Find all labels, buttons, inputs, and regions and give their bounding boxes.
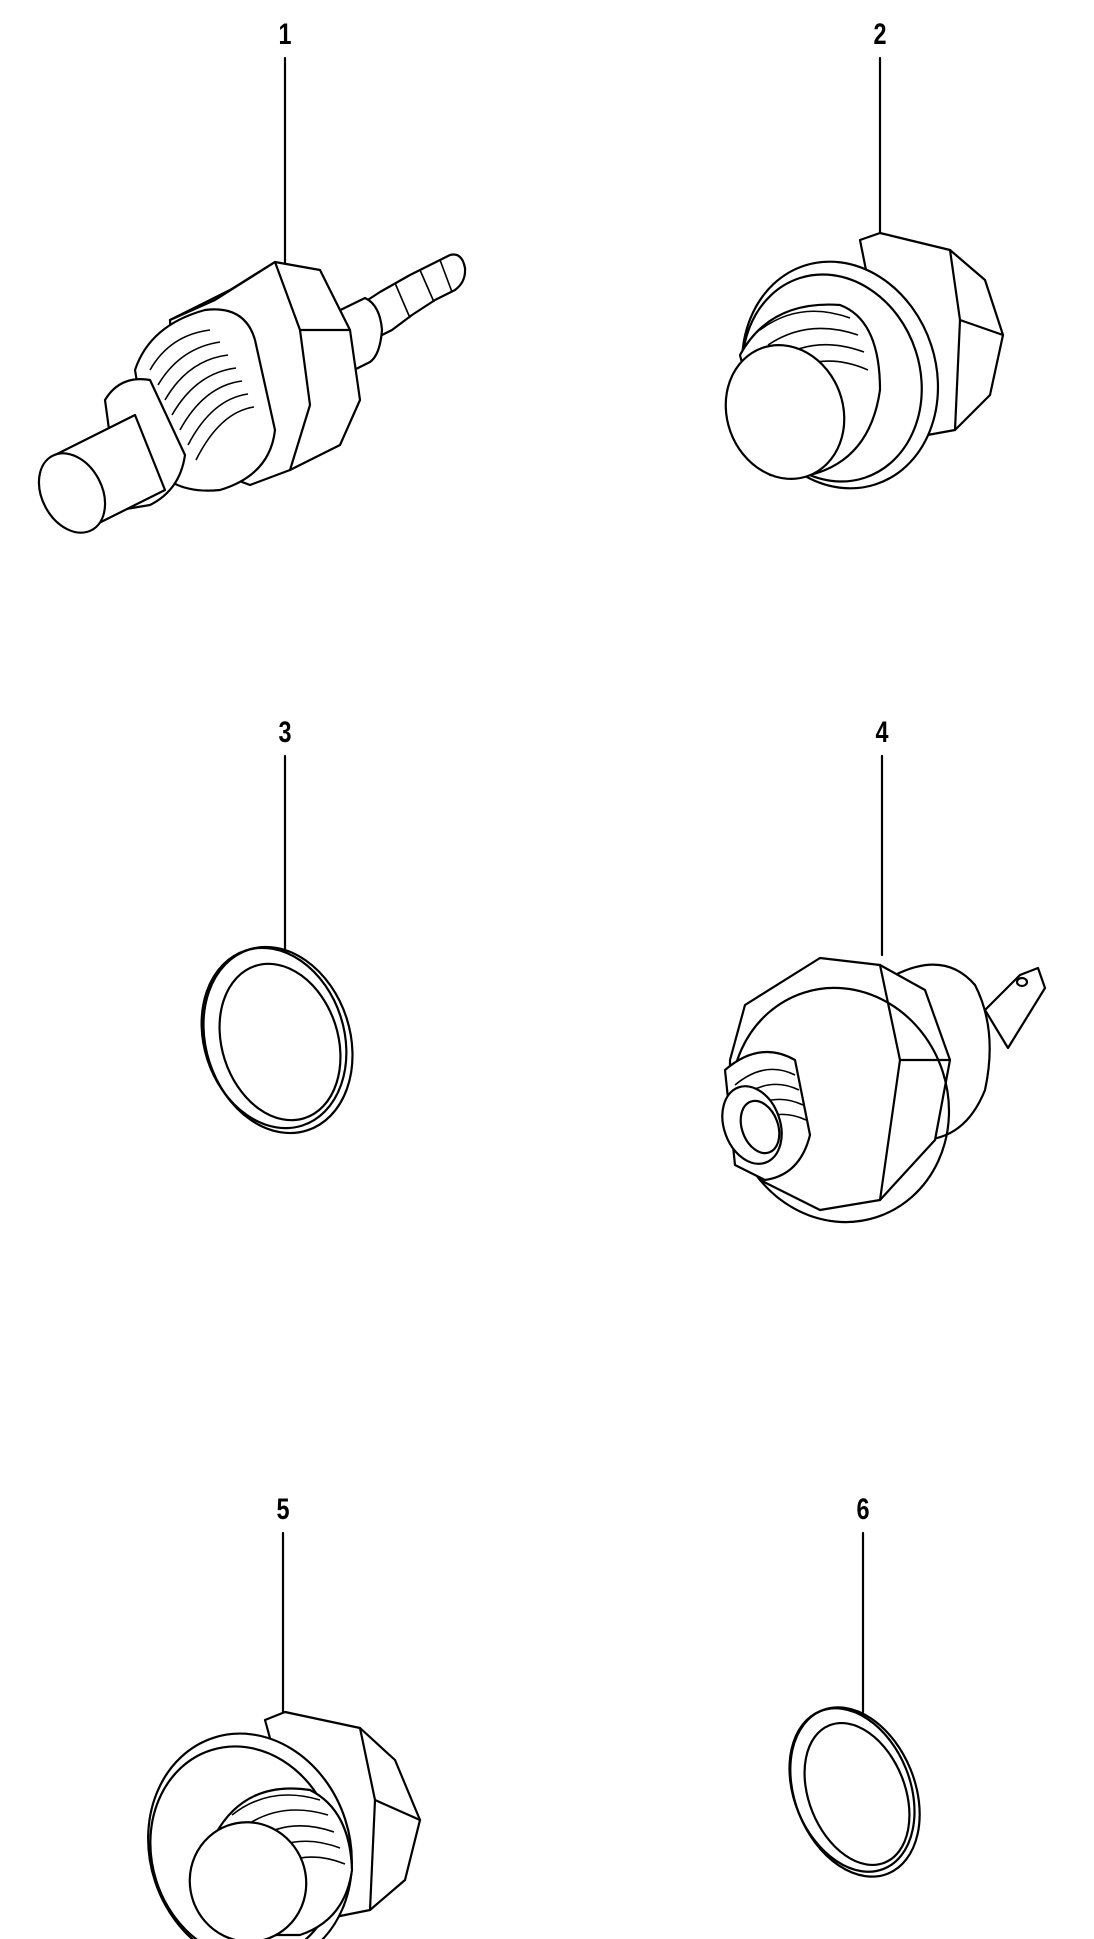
callout-number-1: 1 <box>278 18 292 51</box>
sealing-washer-ring-icon <box>766 1533 943 1896</box>
temperature-sensor-with-barbed-nipple-icon <box>26 58 465 544</box>
callout-number-6: 6 <box>856 1493 870 1526</box>
callout-number-3: 3 <box>278 716 292 749</box>
pressure-switch-with-spade-terminal-icon <box>701 756 1045 1251</box>
callout-number-5: 5 <box>276 1493 290 1526</box>
hex-drain-plug-icon <box>118 1533 420 1939</box>
callout-number-4: 4 <box>875 716 889 749</box>
sealing-washer-ring-icon <box>179 756 376 1153</box>
callout-number-2: 2 <box>873 18 887 51</box>
hex-drain-plug-icon <box>707 58 1003 514</box>
